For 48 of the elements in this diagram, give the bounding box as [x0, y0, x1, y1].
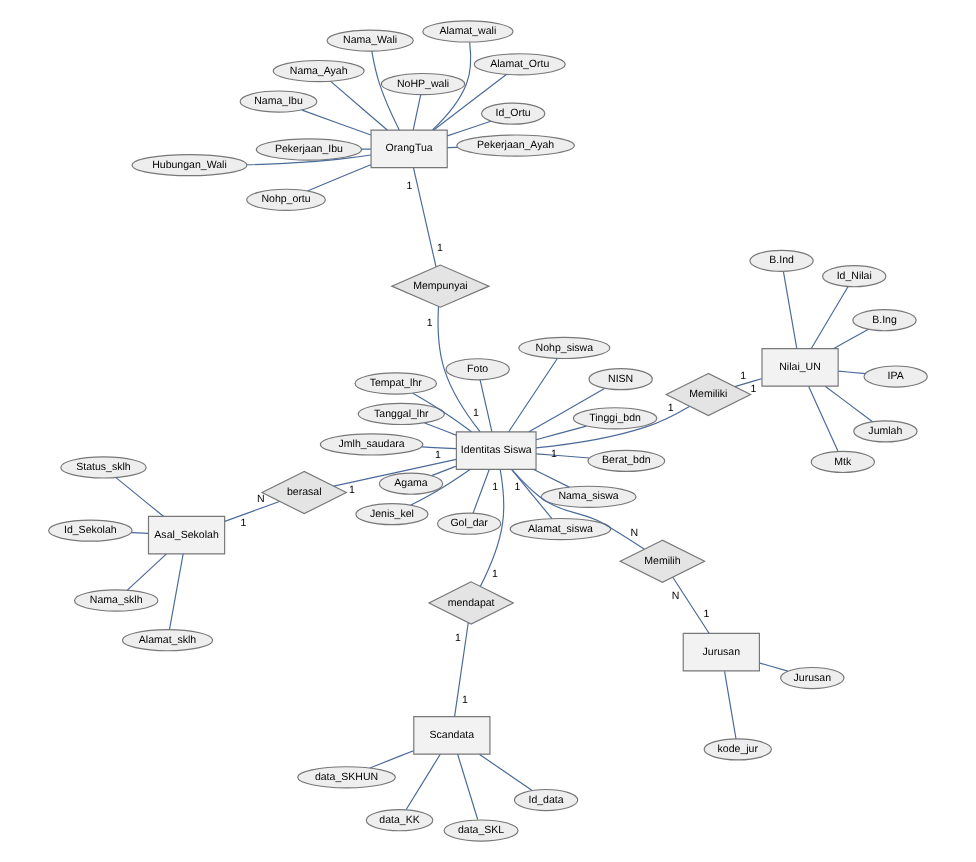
connector [533, 468, 570, 488]
connector [126, 553, 167, 591]
connector [479, 379, 493, 433]
connector [782, 271, 798, 349]
connector [808, 385, 839, 452]
connector [437, 305, 481, 433]
connector [412, 94, 422, 131]
connector [361, 148, 372, 150]
connector [535, 425, 587, 441]
connector [431, 41, 472, 131]
connector [246, 154, 372, 166]
connector [508, 357, 558, 433]
connector [724, 670, 737, 740]
connector [301, 109, 372, 136]
connector [424, 422, 457, 436]
connector [734, 378, 763, 388]
connector [405, 753, 441, 811]
connector [431, 465, 457, 477]
connector [446, 120, 492, 137]
connector [412, 392, 473, 433]
connector [479, 753, 533, 791]
connector [433, 73, 507, 131]
connector [371, 50, 400, 131]
connector [168, 553, 184, 630]
connector [472, 468, 490, 514]
connector [306, 164, 372, 192]
connector [412, 167, 437, 268]
connector [511, 469, 553, 520]
connector [479, 469, 505, 587]
connector [115, 477, 164, 517]
connector [410, 468, 471, 506]
connector [446, 146, 459, 149]
connector [454, 622, 469, 718]
connector [535, 453, 590, 459]
connector [330, 80, 388, 131]
connector [837, 370, 866, 375]
connector [421, 446, 457, 450]
connector [810, 285, 849, 350]
connector [759, 662, 789, 672]
connector [224, 500, 281, 522]
connector [333, 458, 457, 487]
connector [528, 387, 606, 433]
connector [457, 753, 479, 821]
connector [369, 750, 415, 769]
connector [130, 532, 149, 534]
connector [824, 385, 874, 423]
connector [833, 328, 869, 350]
connector [672, 576, 710, 634]
